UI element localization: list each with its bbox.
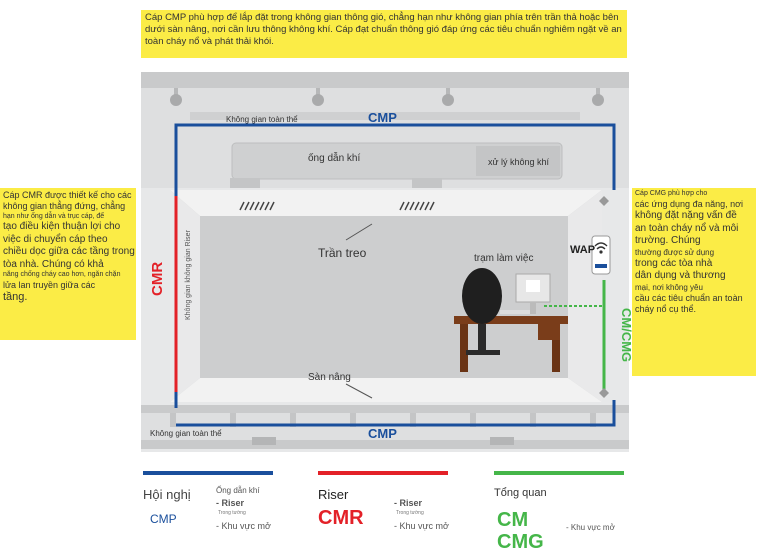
suspended-ceiling <box>170 190 602 216</box>
cmr-note-line: tầng. <box>3 291 28 304</box>
cmr-note-line: hạn như ống dẫn và trục cáp, để <box>3 212 105 220</box>
cmr-note-line: lửa lan truyền giữa các <box>3 280 96 290</box>
cmr-note-line: tạo điều kiện thuận lợi cho <box>3 221 121 233</box>
legend-cmg-sub1: - Khu vực mở <box>566 523 615 532</box>
legend-cmr-bar <box>318 471 448 475</box>
air-handler-label: xử lý không khí <box>488 157 550 167</box>
cmg-note-line: trong các tòa nhà <box>635 257 713 269</box>
legend-cmp-bar <box>143 471 273 475</box>
ceiling-pointer <box>345 223 373 241</box>
hanger-nuts <box>170 94 604 106</box>
legend-cmg-title: Tổng quan <box>494 487 547 499</box>
desk-leg-right <box>552 324 560 372</box>
duct-drop-left <box>230 178 260 188</box>
cm-cmg-label: CM/CMG <box>619 308 634 362</box>
cmg-note-line: các ứng dụng đa năng, nơi <box>635 198 744 209</box>
legend-cmp-sub1: Ống dẫn khí <box>216 486 260 495</box>
raised-floor-label: Sàn nâng <box>308 372 351 383</box>
cmg-note-line: dân dụng và thương <box>635 270 726 281</box>
cmg-note-line: không đặt nặng vấn đề <box>635 210 737 221</box>
riser-space-label: Không gian không gian Riser <box>185 229 192 320</box>
keyboard <box>500 310 530 314</box>
chair-back <box>462 268 502 324</box>
wap-label: WAP <box>570 244 596 256</box>
monitor-stand <box>530 302 536 314</box>
legend-cmp-sub2-small: Trong tường <box>218 510 246 516</box>
floor-slab <box>141 405 629 413</box>
wifi-icon <box>594 242 608 250</box>
legend-cmp-sub2: - Riser <box>216 498 245 508</box>
duct-label: ống dẫn khí <box>308 153 361 164</box>
legend-cmp-title: Hội nghị <box>143 487 191 502</box>
cmr-note-line: năng chống cháy cao hơn, ngăn chặn <box>3 271 121 279</box>
desk-leg-left <box>460 324 468 372</box>
slab-bracket-left <box>252 437 276 445</box>
cmp-cable-bottom <box>176 400 616 427</box>
legend-cmp-sub3: - Khu vực mở <box>216 521 271 531</box>
cmg-note-line: mại, nơi không yêu <box>635 282 703 292</box>
cmg-note-line: Cáp CMG phù hợp cho <box>635 190 708 197</box>
legend-cmr-title: Riser <box>318 487 349 502</box>
cmr-note-line: việc di chuyển cáp theo <box>3 233 108 245</box>
junction-top-right <box>599 196 609 206</box>
legend-cmg-code2: CMG <box>497 531 544 553</box>
cmr-note-line: Cáp CMR được thiết kế cho các <box>3 190 132 200</box>
cmr-note-line: không gian thẳng đứng, chẳng <box>3 201 126 212</box>
bottom-plenum-label: Không gian toàn thể <box>150 429 222 438</box>
legend-cmg-bar <box>494 471 624 475</box>
legend-cmr-sub1-small: Trong tường <box>396 510 424 516</box>
cmp-bottom-label: CMP <box>368 426 397 441</box>
raised-floor <box>170 378 602 402</box>
floor-pedestals <box>170 413 596 427</box>
legend-cmg-code1: CM <box>497 509 529 531</box>
air-handler-box <box>476 146 560 176</box>
top-plenum-label: Không gian toàn thể <box>226 115 298 124</box>
ceiling-beam <box>141 72 629 88</box>
bottom-slab <box>141 440 629 449</box>
wifi-dot <box>599 250 603 254</box>
cmg-note-line: cầu các tiêu chuẩn an toàn <box>635 292 743 303</box>
legend-cmp-code: CMP <box>150 512 177 526</box>
ceiling-label: Trần treo <box>318 246 367 260</box>
cmp-top-label: CMP <box>368 110 397 125</box>
slab-bracket-right <box>490 437 514 445</box>
ceiling-vents <box>239 201 435 211</box>
cmg-note-line: an toàn cháy nổ và môi <box>635 222 739 234</box>
legend-cmr-sub2: - Khu vực mở <box>394 521 449 531</box>
legend-cmr-code: CMR <box>318 507 364 529</box>
cmr-note-line: chiều dọc giữa các tầng trong <box>3 246 135 258</box>
monitor-screen <box>526 280 540 292</box>
desk-drawer <box>538 324 560 340</box>
right-wall <box>568 190 602 402</box>
desk-top <box>454 316 568 324</box>
cmg-note-line: thường được sử dụng <box>635 247 715 257</box>
workstation-label: trạm làm việc <box>474 253 534 264</box>
floor-pointer <box>345 383 373 399</box>
legend-cmr-sub1: - Riser <box>394 498 423 508</box>
hanging-rail <box>190 112 580 120</box>
wap-brand-strip <box>595 264 607 268</box>
cmr-note-line: tòa nhà. Chúng có khả <box>3 258 104 270</box>
chair-stem <box>478 324 486 350</box>
duct-drop-right <box>412 178 442 188</box>
cmr-label: CMR <box>149 262 166 296</box>
cmg-note-line: cháy nổ cụ thể. <box>635 303 697 314</box>
cmg-note-line: trường. Chúng <box>635 235 701 246</box>
junction-bottom-right <box>599 388 609 398</box>
chair-base <box>466 350 500 355</box>
cmp-note: Cáp CMP phù hợp để lắp đặt trong không g… <box>141 10 627 58</box>
